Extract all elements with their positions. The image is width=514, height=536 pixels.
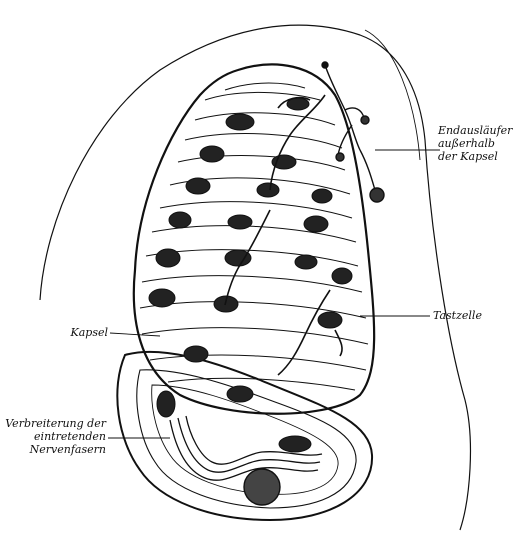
- label-kapsel: Kapsel: [40, 326, 108, 339]
- cell-nuclei: [149, 98, 352, 452]
- extracapsular-nerve-endings: [322, 62, 384, 202]
- outer-tissue-outline-right: [365, 30, 420, 160]
- label-verbreiterung: Verbreiterung der eintretenden Nervenfas…: [2, 417, 106, 456]
- capsule-outline: [134, 64, 374, 413]
- label-tastzelle: Tastzelle: [433, 309, 482, 322]
- lamellae: [140, 83, 368, 390]
- lower-cell-nucleus: [244, 469, 280, 505]
- label-endauslaufer: Endausläufer außerhalb der Kapsel: [438, 124, 512, 163]
